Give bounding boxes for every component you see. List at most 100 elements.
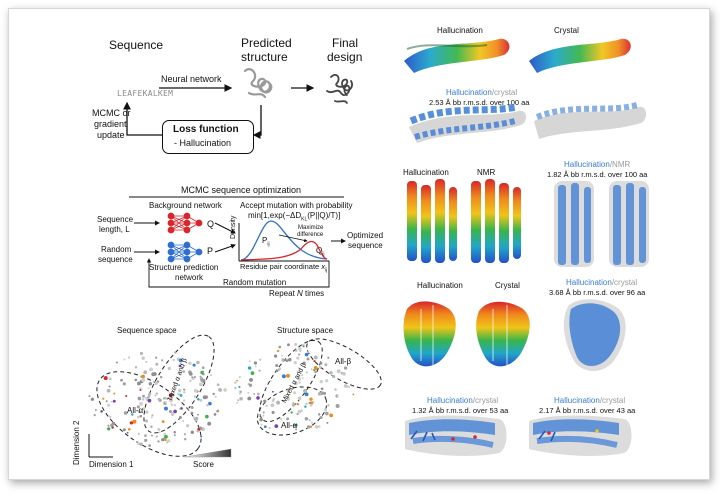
row4a-overlay-hall: Hallucination bbox=[427, 396, 473, 405]
embedding-point bbox=[325, 411, 329, 416]
row4b-overlay: Hallucination/crystal bbox=[554, 397, 625, 405]
embedding-point bbox=[288, 357, 292, 362]
embedding-point bbox=[170, 412, 175, 416]
embedding-point bbox=[307, 351, 310, 353]
final-title-2: design bbox=[327, 50, 363, 64]
q-sub: ij bbox=[322, 251, 325, 258]
row3-hallucination-model bbox=[403, 301, 456, 367]
embedding-point bbox=[200, 435, 203, 438]
embedding-point bbox=[141, 378, 146, 382]
embedding-point bbox=[187, 407, 190, 410]
embedding-point bbox=[189, 372, 193, 376]
random-mutation: Random mutation bbox=[223, 278, 287, 287]
embedding-point bbox=[313, 355, 318, 360]
score-label: Score bbox=[193, 460, 214, 469]
embedding-point bbox=[136, 405, 140, 409]
embedding-point bbox=[123, 411, 128, 415]
embedding-point bbox=[108, 377, 112, 381]
sequence-space-plot bbox=[88, 334, 382, 458]
background-network-icon bbox=[167, 212, 203, 234]
embedding-point bbox=[169, 398, 173, 403]
embedding-point bbox=[309, 397, 313, 401]
embedding-point bbox=[150, 416, 153, 419]
row1-rmsd: 2.53 Å bb r.m.s.d. over 100 aa bbox=[429, 98, 530, 107]
row1-right-label: Crystal bbox=[554, 26, 579, 35]
embedding-point bbox=[247, 396, 252, 401]
row3-overlay-ref: /crystal bbox=[611, 278, 638, 287]
embedding-point bbox=[347, 385, 350, 389]
embedding-point bbox=[236, 379, 239, 382]
embedding-point bbox=[151, 434, 153, 437]
row2-hallucination-model bbox=[407, 179, 457, 263]
embedding-point bbox=[270, 403, 275, 408]
seq-length-2: length, L bbox=[99, 225, 130, 234]
embedding-point bbox=[213, 413, 217, 416]
embedding-point bbox=[239, 390, 242, 394]
embedding-point bbox=[257, 392, 260, 396]
embedding-point bbox=[173, 430, 176, 434]
embedding-point bbox=[110, 423, 114, 427]
q-density-curve bbox=[240, 240, 328, 261]
embedding-point bbox=[182, 419, 185, 423]
embedding-point bbox=[139, 387, 142, 390]
embedding-point bbox=[182, 399, 186, 402]
embedding-point bbox=[120, 378, 123, 382]
embedding-point bbox=[145, 419, 148, 423]
embedding-point bbox=[297, 410, 302, 414]
embedding-point bbox=[177, 392, 180, 396]
embedding-point bbox=[137, 433, 140, 435]
embedding-point bbox=[247, 391, 250, 394]
embedding-point bbox=[107, 427, 111, 431]
embedding-point bbox=[262, 411, 265, 414]
embedding-point bbox=[106, 403, 111, 407]
embedding-point bbox=[141, 398, 145, 401]
embedding-point bbox=[298, 381, 301, 384]
embedding-point bbox=[148, 382, 153, 386]
embedding-point bbox=[199, 398, 203, 402]
embedding-point bbox=[139, 401, 144, 406]
embedding-point bbox=[257, 414, 261, 418]
embedding-point bbox=[308, 401, 311, 405]
embedding-point bbox=[329, 371, 333, 375]
embedding-point bbox=[94, 408, 97, 412]
embedding-point bbox=[304, 352, 309, 357]
row1-left-label: Hallucination bbox=[437, 26, 483, 35]
mcmc-label-1: MCMC or bbox=[92, 108, 131, 118]
embedding-point bbox=[268, 426, 271, 430]
dimension1-label: Dimension 1 bbox=[89, 460, 134, 469]
row4a-overlay-ref: /crystal bbox=[472, 396, 499, 405]
loss-function-title: Loss function bbox=[173, 124, 239, 135]
embedding-point bbox=[201, 366, 205, 370]
embedding-point bbox=[134, 378, 138, 382]
final-title-1: Final bbox=[332, 36, 359, 50]
embedding-point bbox=[102, 397, 105, 400]
embedding-point bbox=[157, 397, 161, 401]
embedding-point bbox=[212, 392, 215, 396]
accept-line-2: min[1,exp(−ΔDKL(P||Q)/T)] bbox=[248, 212, 340, 223]
embedding-point bbox=[161, 359, 164, 362]
embedding-point bbox=[296, 413, 299, 416]
embedding-point bbox=[304, 392, 309, 397]
embedding-point bbox=[248, 383, 253, 388]
embedding-point bbox=[318, 365, 322, 369]
embedding-point bbox=[164, 434, 168, 439]
embedding-point bbox=[275, 364, 279, 367]
embedding-point bbox=[237, 399, 240, 402]
embedding-point bbox=[223, 388, 227, 392]
row4a-overlay-model bbox=[405, 415, 507, 456]
row4a-rmsd: 1.32 Å bb r.m.s.d. over 53 aa bbox=[412, 406, 509, 415]
row3-overlay: Hallucination/crystal bbox=[566, 279, 637, 287]
embedding-point bbox=[202, 395, 207, 400]
embedding-point bbox=[286, 389, 289, 392]
maximize-2: difference bbox=[297, 232, 324, 238]
panel-b-graphics bbox=[129, 196, 346, 288]
embedding-point bbox=[281, 374, 286, 379]
figure-frame: Sequence Predicted structure Final desig… bbox=[8, 8, 710, 480]
row1-hallucination-model bbox=[404, 38, 510, 73]
embedding-point bbox=[319, 415, 323, 420]
mcmc-title: MCMC sequence optimization bbox=[181, 185, 302, 195]
embedding-point bbox=[141, 356, 145, 360]
embedding-point bbox=[205, 414, 209, 419]
seq-length-1: Sequence bbox=[97, 215, 134, 224]
embedding-point bbox=[331, 374, 336, 378]
